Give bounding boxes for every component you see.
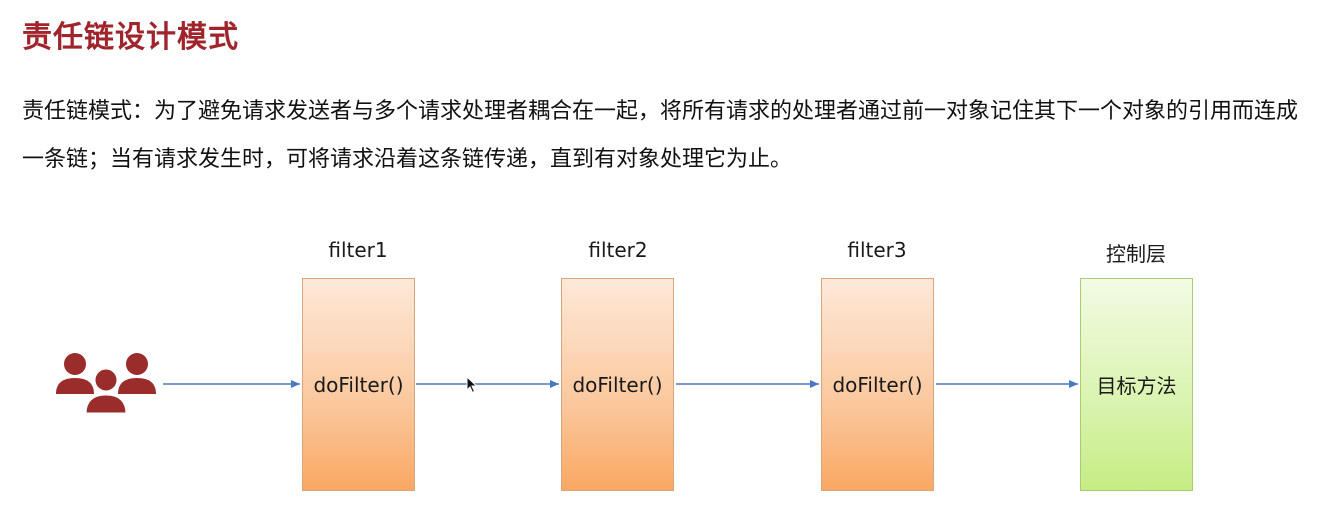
page-title: 责任链设计模式 xyxy=(22,20,239,55)
filter2-method: doFilter() xyxy=(572,372,663,397)
node-label-controller: 控制层 xyxy=(1106,242,1166,266)
description-text: 责任链模式：为了避免请求发送者与多个请求处理者耦合在一起，将所有请求的处理者通过… xyxy=(22,99,1299,172)
node-label-filter1: filter1 xyxy=(328,238,388,262)
filter1-method: doFilter() xyxy=(313,372,404,397)
users-icon xyxy=(56,353,156,416)
filter1-box: doFilter() xyxy=(302,278,415,491)
node-label-filter3: filter3 xyxy=(847,238,907,262)
controller-method: 目标方法 xyxy=(1096,374,1177,398)
node-label-filter2: filter2 xyxy=(588,238,648,262)
filter3-method: doFilter() xyxy=(832,372,923,397)
filter2-box: doFilter() xyxy=(561,278,674,491)
controller-box: 目标方法 xyxy=(1080,278,1193,491)
filter3-box: doFilter() xyxy=(821,278,934,491)
mouse-cursor-icon xyxy=(466,376,478,394)
